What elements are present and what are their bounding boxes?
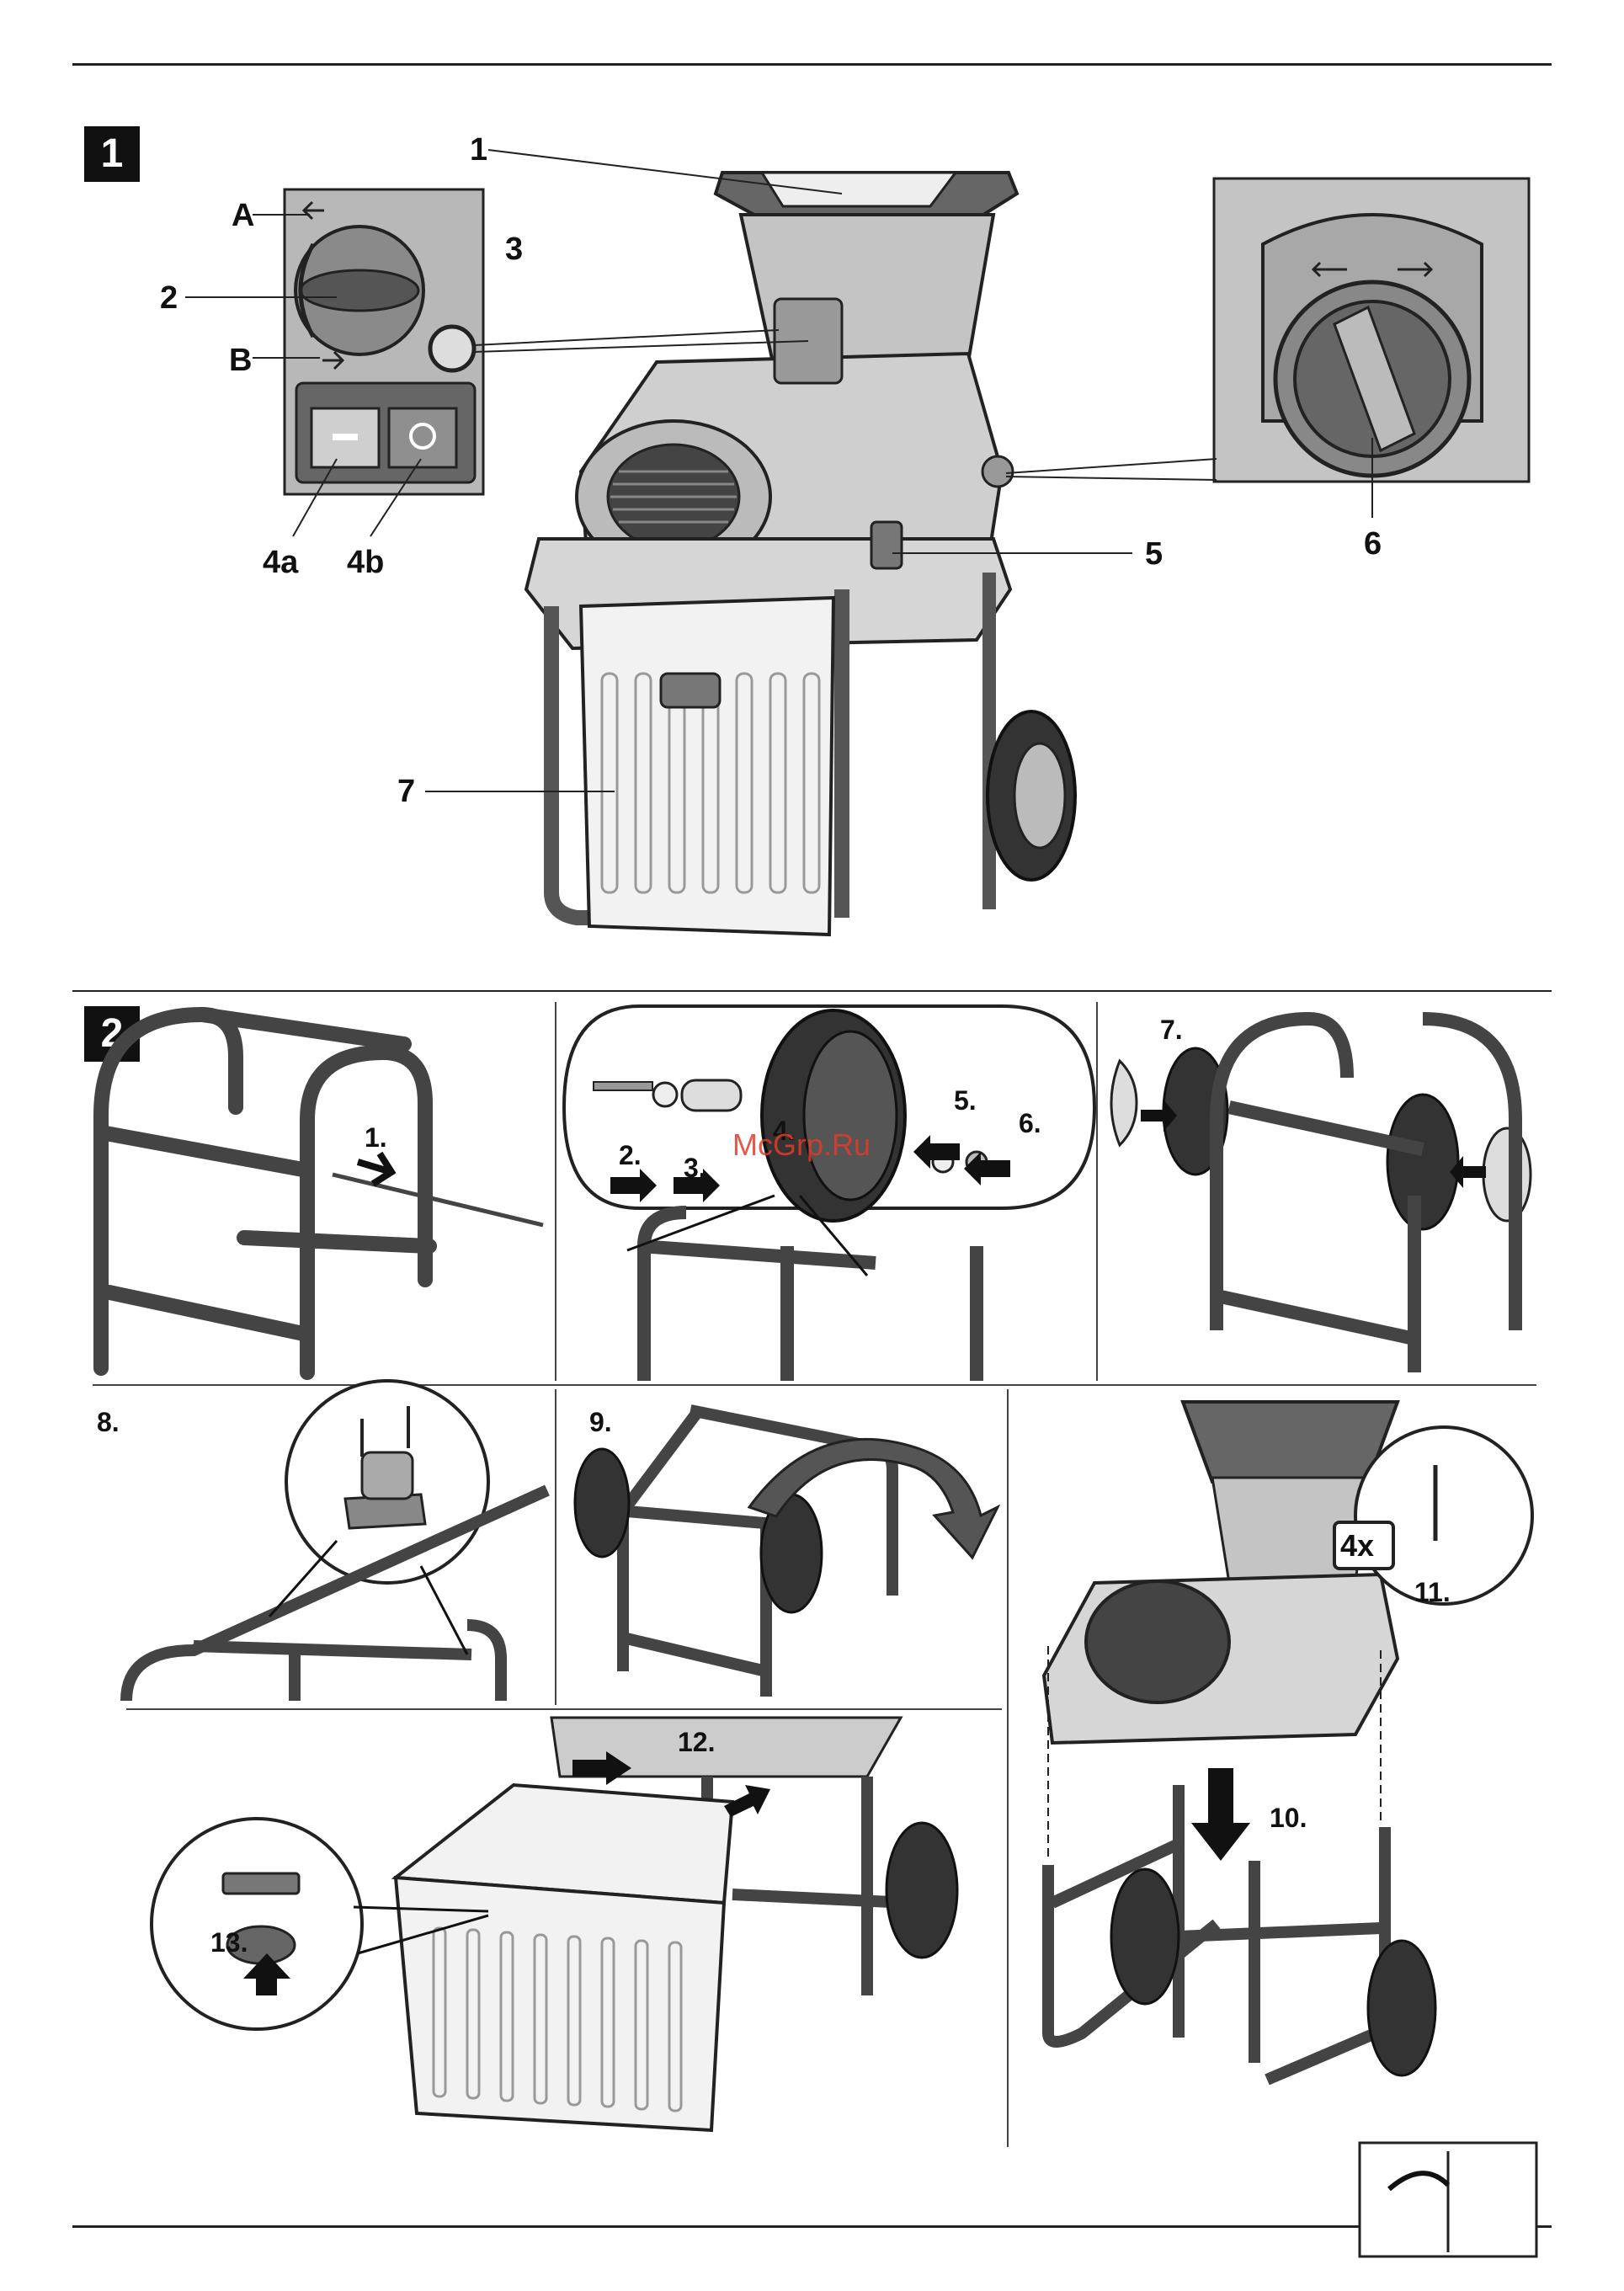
step-7-label: 7. <box>1160 1015 1183 1045</box>
label-part-2: 2 <box>160 280 178 316</box>
step-13-label: 13. <box>210 1927 248 1958</box>
count-label: 4x <box>1340 1528 1374 1563</box>
panel-box-insertion <box>152 1718 957 2130</box>
label-part-4a: 4a <box>263 545 299 580</box>
step-9-label: 9. <box>589 1407 612 1437</box>
step-1-label: 1. <box>365 1122 387 1153</box>
step-6-label: 6. <box>1019 1108 1041 1138</box>
label-part-3: 3 <box>505 232 523 267</box>
watermark: McGrp.Ru <box>732 1127 871 1162</box>
step-12-label: 12. <box>678 1727 715 1757</box>
arrow-icon <box>358 1153 391 1184</box>
label-direction-a: A <box>232 198 254 233</box>
collection-box <box>581 598 833 935</box>
shredder-body <box>526 173 1017 648</box>
control-panel-inset <box>285 189 483 494</box>
adjustment-knob-inset <box>1214 178 1529 482</box>
label-part-7: 7 <box>397 774 415 809</box>
step-5-label: 5. <box>954 1085 977 1116</box>
panel-bracket <box>126 1381 547 1701</box>
label-part-5: 5 <box>1145 536 1163 572</box>
label-part-4b: 4b <box>347 545 384 580</box>
label-direction-b: B <box>229 343 252 378</box>
panel-wheel-assembly <box>564 1006 1094 1381</box>
label-part-6: 6 <box>1364 526 1382 562</box>
step-3-label: 3. <box>684 1153 706 1183</box>
panel-hubcaps <box>1111 1019 1531 1372</box>
label-part-1: 1 <box>470 132 487 168</box>
step-8-label: 8. <box>97 1407 120 1437</box>
reset-button <box>430 327 474 370</box>
axle-rod <box>333 1175 543 1225</box>
panel-frame-assembly <box>101 1015 429 1372</box>
step-10-label: 10. <box>1270 1803 1307 1833</box>
step-11-label: 11. <box>1414 1577 1451 1607</box>
off-switch <box>389 408 456 467</box>
shredder-frame <box>551 573 1075 935</box>
step-2-label: 2. <box>619 1140 642 1170</box>
panel-flip-frame <box>575 1410 998 1697</box>
